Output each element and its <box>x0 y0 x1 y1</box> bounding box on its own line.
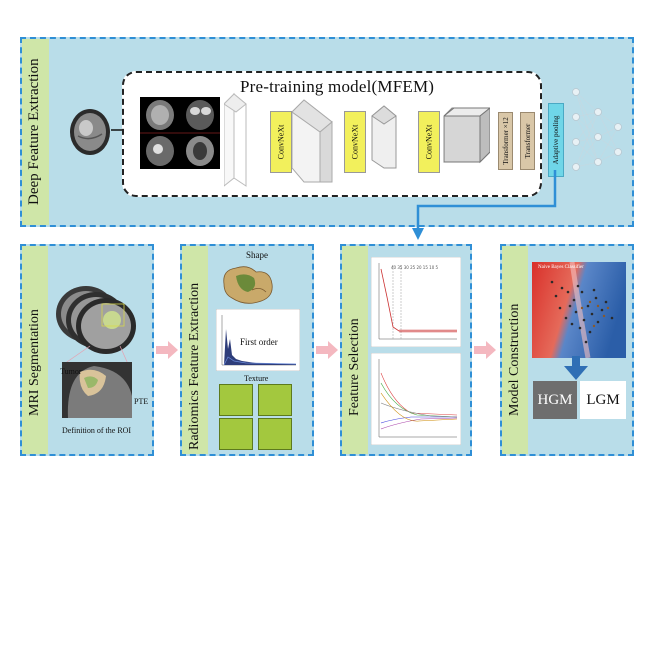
transformer-block-2: Transformer <box>520 112 535 170</box>
shape-label: Shape <box>246 250 268 260</box>
flow-arrow-3 <box>474 341 496 359</box>
tumor-shape-3d <box>223 266 273 304</box>
deep-feature-section-label: Deep Feature Extraction <box>26 58 42 206</box>
hgm-class-box: HGM <box>533 381 577 419</box>
tumor-label: Tumor <box>60 367 82 376</box>
flow-arrow-2 <box>316 341 338 359</box>
model-label-strip: Model Construction <box>502 246 528 454</box>
segmentation-mri-stack <box>56 286 136 418</box>
first-order-histogram <box>216 309 300 371</box>
flow-arrow-1 <box>156 341 178 359</box>
model-output-arrow <box>564 356 588 380</box>
texture-map-1 <box>219 384 253 416</box>
model-section-label: Model Construction <box>507 303 522 416</box>
convnext-label-2: ConvNeXt <box>350 124 360 160</box>
transformer-block-1: Transformer ×12 <box>498 112 513 170</box>
mri-slice-grid <box>140 97 220 169</box>
brain-mri-thumbnail <box>70 109 110 155</box>
convnext-block-3: ConvNeXt <box>418 111 440 173</box>
svg-text:40 35 30 25 20 15 10 5: 40 35 30 25 20 15 10 5 <box>391 265 439 270</box>
texture-map-3 <box>219 418 253 450</box>
naive-bayes-decision-plot <box>532 262 626 358</box>
deep-to-model-arrow <box>412 170 557 240</box>
convnext-label-3: ConvNeXt <box>424 124 434 160</box>
convnext-label-1: ConvNeXt <box>276 124 286 160</box>
lgm-class-box: LGM <box>580 381 626 419</box>
transformer-label-2: Transformer <box>523 123 532 159</box>
fully-connected-network <box>572 88 622 171</box>
classifier-title: Naive Bayes Classifier <box>538 265 584 270</box>
pte-label: PTE <box>134 397 149 406</box>
roi-label: Definition of the ROI <box>62 426 132 435</box>
first-order-label: First order <box>240 337 278 347</box>
adaptive-pooling-label: Adaptive pooling <box>552 115 560 165</box>
deep-feature-label-strip: Deep Feature Extraction <box>22 39 49 225</box>
deep-feature-block <box>444 107 490 164</box>
radiomics-label-strip: Radiomics Feature Extraction <box>182 246 208 454</box>
selection-section-label: Feature Selection <box>347 318 362 416</box>
radiomics-section-label: Radiomics Feature Extraction <box>187 282 202 450</box>
lasso-coefficient-plot <box>371 353 461 445</box>
segmentation-section-label: MRI Segmentation <box>27 309 42 416</box>
selection-label-strip: Feature Selection <box>342 246 368 454</box>
transformer-label-1: Transformer ×12 <box>501 117 510 165</box>
mfem-title: Pre-training model(MFEM) <box>240 77 435 96</box>
lasso-cv-plot: 40 35 30 25 20 15 10 5 <box>371 257 461 347</box>
convnext-block-2: ConvNeXt <box>344 111 366 173</box>
adaptive-pooling-block: Adaptive pooling <box>548 103 564 177</box>
segmentation-label-strip: MRI Segmentation <box>22 246 48 454</box>
texture-map-4 <box>258 418 292 450</box>
texture-label: Texture <box>244 374 269 383</box>
convnext-block-1: ConvNeXt <box>270 111 292 173</box>
texture-map-2 <box>258 384 292 416</box>
